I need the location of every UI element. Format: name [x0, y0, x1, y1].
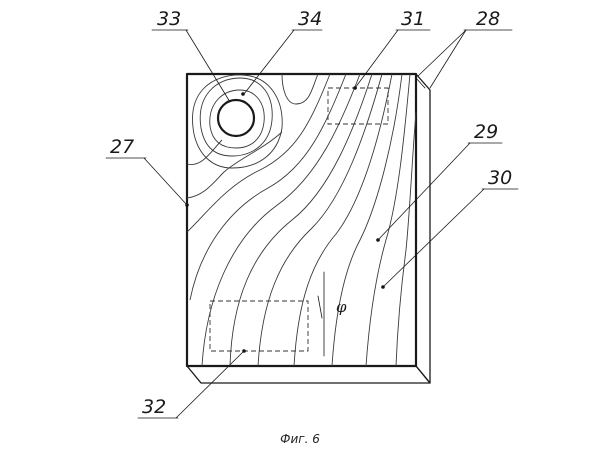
label-27: 27 — [110, 136, 134, 158]
label-30: 30 — [488, 167, 512, 189]
panel-front-face — [185, 72, 418, 368]
angle-symbol: φ — [336, 298, 347, 316]
panel-side-face — [415, 73, 431, 384]
angle-indicator: φ — [317, 271, 347, 357]
wood-grain — [186, 73, 417, 367]
knot-hole — [216, 98, 256, 138]
label-32: 32 — [142, 396, 166, 418]
label-31: 31 — [401, 8, 425, 30]
figure-caption: Фиг. 6 — [280, 432, 320, 446]
panel-edge-line — [415, 77, 426, 89]
panel-bottom-face — [186, 365, 431, 384]
leader-lines — [105, 29, 519, 419]
label-28: 28 — [476, 8, 500, 30]
panel — [185, 72, 431, 384]
label-34: 34 — [298, 8, 322, 30]
label-29: 29 — [474, 121, 498, 143]
leader-dots — [185, 86, 385, 353]
zone-32 — [209, 300, 309, 352]
reference-labels: 33 34 31 28 27 29 30 32 — [110, 8, 512, 418]
zone-31 — [327, 87, 389, 125]
label-33: 33 — [157, 8, 181, 30]
